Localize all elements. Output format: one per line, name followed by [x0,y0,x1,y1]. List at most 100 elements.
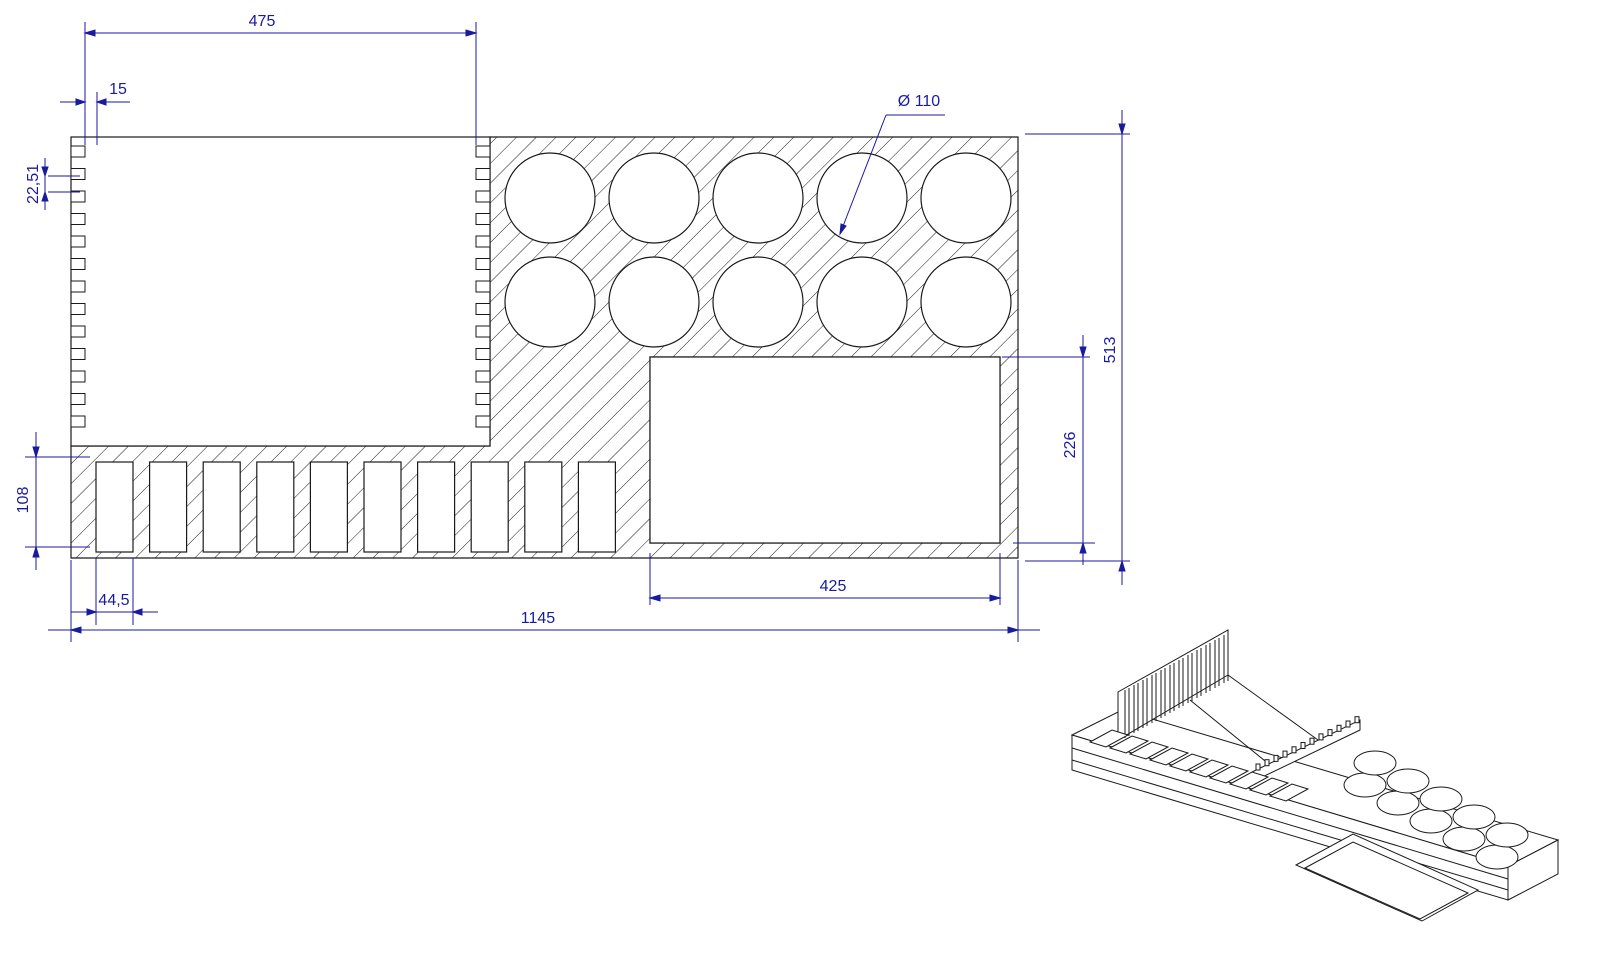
dim-22-51-label: 22,51 [25,164,42,204]
iso-slot [1088,729,1130,748]
slot [417,461,456,553]
comb-tooth [70,168,86,180]
iso-inner-tooth [1318,733,1324,741]
hole [920,256,1012,348]
iso-hole [1452,804,1496,830]
iso-base-side [1507,839,1559,901]
iso-comb-tooth [1124,688,1130,738]
hole [712,256,804,348]
comb-tooth [70,213,86,225]
slot-row [95,461,617,553]
comb-tooth [475,348,491,360]
dim-44-5-label: 44,5 [98,592,129,609]
comb-tooth [475,235,491,248]
plan-view [70,136,1019,559]
iso-slot [1248,777,1290,796]
bottom-pocket [649,356,1001,544]
iso-slot [1268,783,1310,802]
iso-hole [1485,822,1529,848]
comb-tooth [70,190,86,203]
slot [577,461,617,553]
dim-108-label: 108 [15,487,32,514]
hole [816,256,908,348]
iso-inner-tooth [1327,729,1333,737]
comb-tooth [475,280,491,293]
iso-comb-tooth [1214,638,1220,688]
comb-tooth [475,303,491,315]
iso-hole [1409,808,1453,834]
comb-tooth [70,393,86,405]
iso-hole [1475,844,1519,870]
comb-tooth [70,370,86,383]
comb-tooth [475,415,491,428]
iso-inner-tooth [1255,763,1261,771]
iso-comb-tooth [1151,673,1157,723]
iso-hole [1353,750,1397,776]
hole-grid [504,152,1012,348]
iso-hole [1442,826,1486,852]
iso-slot [1228,771,1270,790]
iso-slot [1108,735,1150,754]
comb-tooth [475,370,491,383]
dimension-lines [25,22,1130,642]
dim-425-label: 425 [820,578,847,595]
slot [95,461,134,553]
iso-inner-tooth [1282,750,1288,758]
iso-hole-grid [1343,750,1529,870]
iso-inner-tooth [1264,759,1270,767]
iso-inner-tooth [1291,746,1297,754]
iso-slot [1188,759,1230,778]
iso-hole [1343,772,1387,798]
iso-comb-tooth [1205,643,1211,693]
slot [256,461,295,553]
comb-tooth [475,168,491,180]
comb-tooth [475,258,491,270]
iso-slot [1128,741,1170,760]
hole [608,152,700,244]
iso-comb-tooth [1160,668,1166,718]
comb-tooth [70,415,86,428]
iso-comb-tooth [1187,653,1193,703]
dim-1145-label: 1145 [521,610,556,627]
comb-teeth-right [475,145,491,428]
comb-tooth [475,145,491,158]
comb-tooth [70,348,86,360]
comb-tooth [70,325,86,338]
slot [202,461,241,553]
isometric-view [1070,629,1560,922]
iso-slot [1148,747,1190,766]
iso-inner-tooth [1336,724,1342,732]
hole [920,152,1012,244]
slot [363,461,402,553]
dimension-labels: 475 15 22,51 Ø 110 513 226 108 44,5 425 … [15,13,1119,627]
iso-comb-tooth [1142,678,1148,728]
comb-tooth [475,190,491,203]
dim-15-label: 15 [109,81,127,98]
dim-diameter-label: Ø 110 [898,93,941,110]
iso-inner-tooth [1300,742,1306,749]
iso-hole [1376,790,1420,816]
iso-slot-row [1088,729,1310,802]
comb-tooth [70,235,86,248]
iso-inner-tooth [1354,716,1360,724]
iso-comb-tooth [1223,633,1229,683]
dim-475-label: 475 [249,13,276,30]
dim-513-label: 513 [1102,337,1119,364]
iso-hole [1419,786,1463,812]
dim-226-label: 226 [1062,432,1079,459]
iso-inner-comb-teeth [1255,716,1360,771]
comb-tooth [475,213,491,225]
iso-slot [1208,765,1250,784]
comb-teeth-left [70,145,86,428]
iso-hole [1386,768,1430,794]
comb-tooth [70,258,86,270]
comb-tooth [70,280,86,293]
iso-comb-tooth [1196,648,1202,698]
iso-pocket [1294,833,1480,922]
slot [470,461,509,553]
iso-comb-tooth [1169,663,1175,713]
comb-tooth [70,145,86,158]
hole [712,152,804,244]
hole [608,256,700,348]
